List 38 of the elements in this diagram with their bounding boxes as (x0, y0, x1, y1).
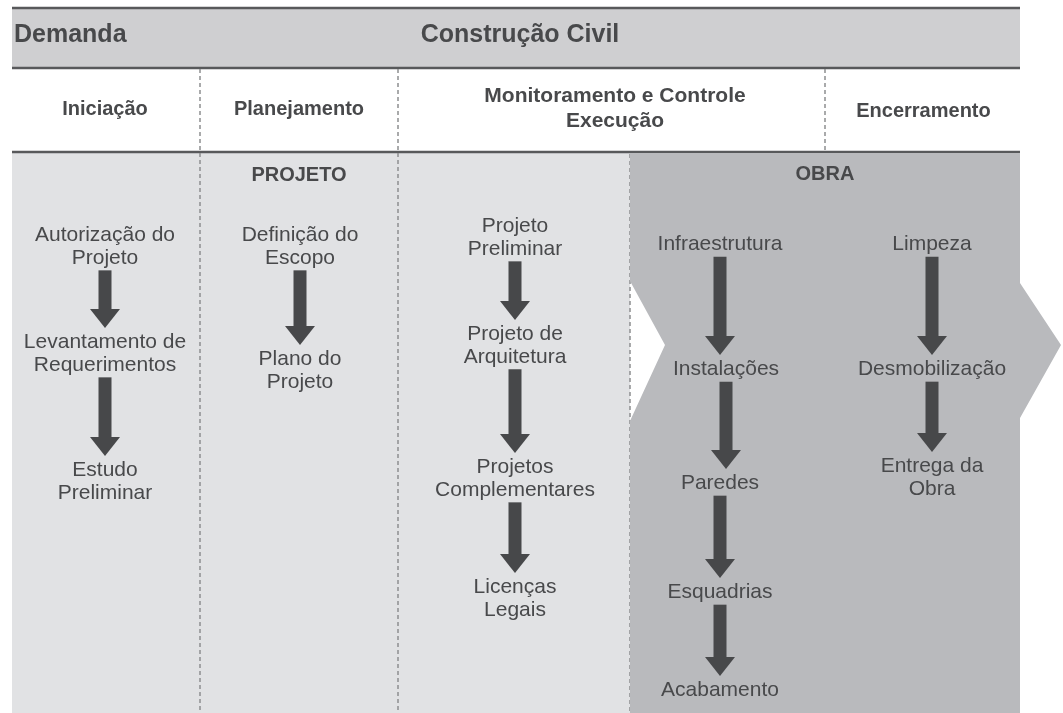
step-label: Levantamento de Requerimentos (22, 330, 188, 376)
block-arrow (90, 270, 120, 328)
phase-heading: Iniciação (61, 96, 149, 120)
step-label: Plano do Projeto (225, 347, 375, 393)
block-arrow (90, 377, 120, 456)
step-label: Projeto de Arquitetura (459, 322, 571, 368)
block-arrow (500, 261, 530, 320)
block-arrow (705, 256, 735, 355)
step-label: Limpeza (857, 232, 1007, 255)
step-label: Desmobilização (844, 357, 1020, 380)
block-arrow (285, 270, 315, 345)
step-label: Autorização do Projeto (10, 223, 200, 269)
step-label: Esquadrias (640, 580, 800, 603)
step-label: Definição do Escopo (210, 223, 390, 269)
step-label: Paredes (645, 471, 795, 494)
block-arrow (917, 256, 947, 355)
step-label: Licenças Legais (440, 575, 590, 621)
block-arrow (500, 502, 530, 573)
step-label: Acabamento (640, 678, 800, 701)
block-arrow (917, 381, 947, 452)
step-label: Projetos Complementares (405, 455, 625, 501)
phase-heading: Monitoramento e Controle Execução (483, 82, 747, 133)
step-label: Entrega da Obra (857, 454, 1007, 500)
block-arrow (500, 369, 530, 453)
block-arrow (705, 495, 735, 578)
block-arrow (705, 604, 735, 676)
header-title: Demanda (14, 18, 128, 48)
phase-heading: Encerramento (855, 98, 992, 122)
phase-heading: Planejamento (232, 96, 365, 120)
section-heading: OBRA (794, 161, 856, 185)
step-label: Instalações (641, 357, 811, 380)
chevron-band (630, 153, 1063, 713)
step-label: Projeto Preliminar (435, 214, 595, 260)
section-heading: PROJETO (250, 162, 348, 186)
header-title: Construção Civil (419, 18, 621, 48)
step-label: Infraestrutura (635, 232, 805, 255)
block-arrow (711, 381, 741, 469)
step-label: Estudo Preliminar (30, 458, 180, 504)
